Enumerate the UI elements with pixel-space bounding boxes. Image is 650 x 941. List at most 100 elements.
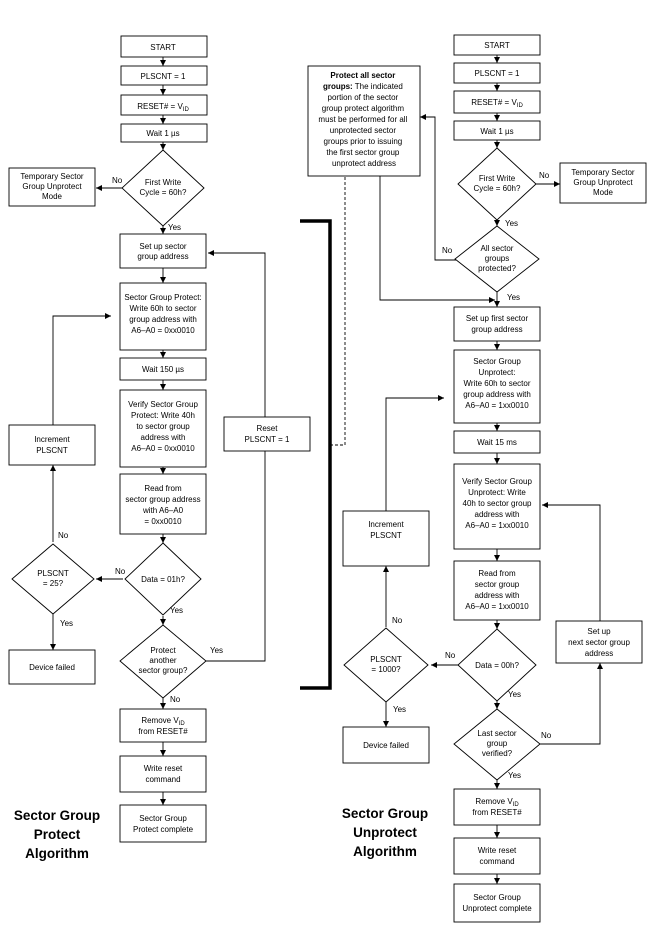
data-01h-label: Data = 01h?: [141, 575, 185, 584]
remove-vid-box: [453, 788, 541, 826]
yes-label: Yes: [60, 619, 73, 628]
increment-box: [8, 424, 96, 466]
all-protected-decision: [454, 225, 540, 293]
yes-label: Yes: [393, 705, 406, 714]
reset-vid-box: [120, 94, 208, 116]
increment-box: [342, 510, 430, 567]
read-box: [119, 473, 207, 535]
reset-vid-label: RESET# = VID: [137, 102, 189, 113]
device-failed-label: Device failed: [363, 741, 409, 750]
no-label: No: [541, 731, 552, 740]
data-00h-decision: [457, 628, 537, 702]
plscnt-init-box: [453, 62, 541, 84]
setup-address-box: [119, 233, 207, 269]
temp-unprotect-box: [559, 162, 647, 204]
wait-150us-label: Wait 150 µs: [142, 365, 184, 374]
sector-group-protect-label: Sector Group Protect:Write 60h to sector…: [124, 293, 201, 335]
remove-vid-box: [119, 708, 207, 743]
wait-1us-label: Wait 1 µs: [480, 127, 513, 136]
unprotect-flow: Protect all sector groups: The indicated…: [307, 34, 647, 923]
yes-label: Yes: [508, 771, 521, 780]
note-label: Protect all sector groups: The indicated…: [318, 71, 409, 168]
wait-1us-box: [453, 120, 541, 141]
no-label: No: [170, 695, 181, 704]
last-verified-decision: [453, 708, 541, 781]
sector-group-unprotect-box: [453, 349, 541, 424]
plscnt-init-box: [120, 65, 208, 86]
verify-unprotect-box: [453, 463, 541, 550]
device-failed-box: [8, 649, 96, 685]
no-label: No: [445, 651, 456, 660]
reset-vid-box: [453, 90, 541, 114]
yes-label: Yes: [168, 223, 181, 232]
start-box: [120, 35, 208, 58]
protect-another-decision: [119, 624, 207, 699]
read-box: [453, 560, 541, 621]
start-label: START: [484, 41, 510, 50]
reset-vid-label: RESET# = VID: [471, 98, 523, 109]
no-label: No: [392, 616, 403, 625]
reset-plscnt-box: [223, 416, 311, 452]
yes-label: Yes: [505, 219, 518, 228]
yes-label: Yes: [210, 646, 223, 655]
plscnt-1000-label: PLSCNT= 1000?: [370, 655, 402, 674]
setup-next-box: [555, 620, 643, 664]
protect-complete-box: [119, 804, 207, 843]
sector-group-protect-box: [119, 282, 207, 351]
setup-first-box: [453, 306, 541, 342]
first-write-decision: [457, 147, 537, 221]
data-01h-decision: [124, 542, 202, 616]
plscnt-25-decision: [11, 543, 95, 615]
device-failed-box: [342, 726, 430, 764]
plscnt-init-label: PLSCNT = 1: [475, 69, 521, 78]
wait-1us-box: [120, 123, 208, 143]
plscnt-1000-decision: [343, 627, 429, 703]
yes-label: Yes: [508, 690, 521, 699]
yes-label: Yes: [170, 606, 183, 615]
no-label: No: [58, 531, 69, 540]
verify-protect-box: [119, 389, 207, 468]
no-label: No: [442, 246, 453, 255]
note-box: [307, 65, 421, 177]
wait-150us-box: [119, 357, 207, 381]
start-label: START: [150, 43, 176, 52]
data-00h-label: Data = 00h?: [475, 661, 519, 670]
first-write-decision: [121, 149, 205, 227]
wait-15ms-label: Wait 15 ms: [477, 438, 517, 447]
no-label: No: [115, 567, 126, 576]
write-reset-box: [119, 755, 207, 793]
no-label: No: [112, 176, 123, 185]
temp-unprotect-box: [8, 167, 96, 207]
start-box: [453, 34, 541, 56]
plscnt-init-label: PLSCNT = 1: [141, 72, 187, 81]
bracket: [300, 176, 346, 690]
wait-1us-label: Wait 1 µs: [146, 129, 179, 138]
plscnt-25-label: PLSCNT= 25?: [37, 569, 69, 588]
